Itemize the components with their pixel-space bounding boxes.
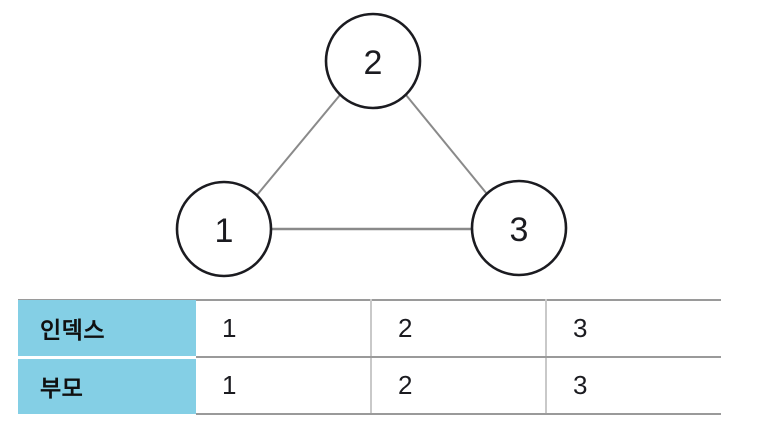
graph-node-3[interactable]: 3 <box>470 179 568 277</box>
edge-2-3 <box>405 94 488 195</box>
node-label-2: 2 <box>364 44 383 82</box>
cell-index-2: 2 <box>371 299 547 358</box>
row-header-parent: 부모 <box>18 357 196 414</box>
row-header-index: 인덱스 <box>18 300 196 359</box>
cell-index-1: 1 <box>196 299 372 358</box>
graph-node-2[interactable]: 2 <box>324 12 422 110</box>
graph-edges <box>256 94 488 231</box>
node-label-1: 1 <box>215 212 234 250</box>
node-label-3: 3 <box>510 211 529 249</box>
parent-array-table: 인덱스 1 2 3 부모 1 2 3 <box>18 299 721 415</box>
graph-figure: 1 2 3 <box>175 12 568 278</box>
cell-parent-1: 1 <box>196 356 372 415</box>
edge-1-2 <box>256 94 341 196</box>
graph-nodes: 1 2 3 <box>175 12 568 278</box>
graph-canvas: 1 2 3 <box>175 12 568 278</box>
node-circle-2 <box>324 12 422 110</box>
node-circle-3 <box>470 179 568 277</box>
table-row: 부모 1 2 3 <box>18 356 721 415</box>
table-row: 인덱스 1 2 3 <box>18 299 721 359</box>
cell-index-3: 3 <box>546 299 721 358</box>
graph-node-1[interactable]: 1 <box>175 180 273 278</box>
cell-parent-2: 2 <box>371 356 547 415</box>
cell-parent-3: 3 <box>546 356 721 415</box>
node-circle-1 <box>175 180 273 278</box>
